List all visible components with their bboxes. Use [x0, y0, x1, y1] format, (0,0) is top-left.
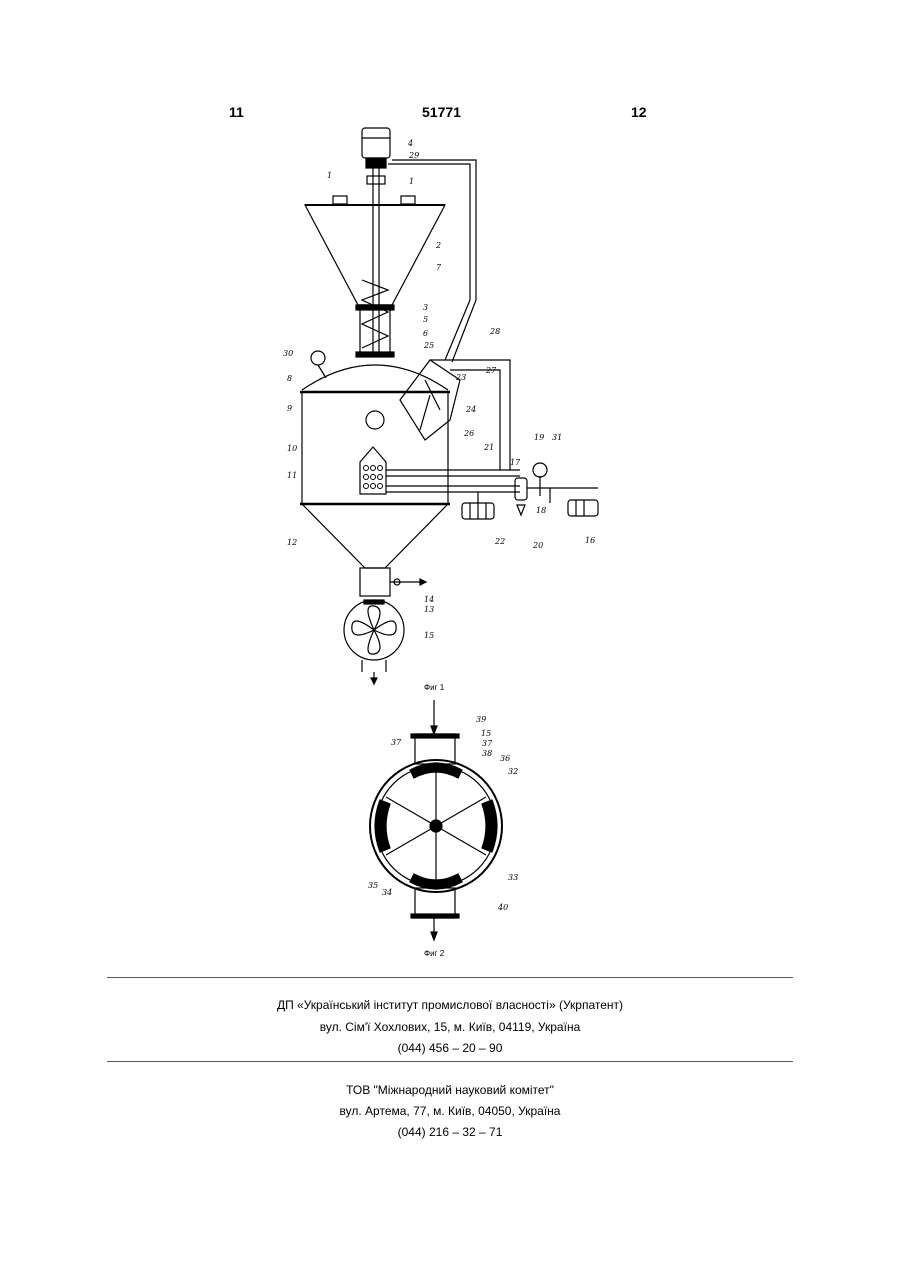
publisher-phone: (044) 456 – 20 – 90 [0, 1041, 900, 1055]
label-35: 35 [368, 881, 378, 890]
label-20: 20 [532, 541, 543, 550]
figure-1 [300, 128, 598, 684]
label-30: 30 [283, 349, 293, 358]
label-21: 21 [483, 443, 494, 452]
label-28: 28 [489, 327, 500, 336]
label-17: 17 [510, 458, 521, 467]
label-19: 19 [534, 433, 544, 442]
label-1a: 1 [327, 171, 332, 180]
label-24: 24 [465, 405, 476, 414]
label-27: 27 [485, 366, 497, 375]
dome-lid [302, 365, 448, 390]
figure-1-caption: Фиг 1 [424, 683, 445, 692]
label-1b: 1 [409, 177, 414, 186]
label-22: 22 [494, 537, 505, 546]
patent-drawings: 1 1 2 3 4 5 6 7 8 9 10 11 12 13 14 15 16… [0, 0, 900, 980]
printer-address: вул. Артема, 77, м. Київ, 04050, Україна [0, 1104, 900, 1118]
figure-2-caption: Фиг 2 [424, 949, 445, 958]
screw-spiral [362, 280, 388, 348]
label-6: 6 [423, 329, 428, 338]
rotor-hub [430, 820, 442, 832]
coupling [366, 158, 386, 168]
hopper [305, 205, 445, 305]
label-13: 13 [424, 605, 434, 614]
label-23: 23 [455, 373, 466, 382]
label-11: 11 [287, 471, 297, 480]
label-15-fig2: 15 [481, 729, 491, 738]
label-34: 34 [382, 888, 392, 897]
motor [362, 128, 390, 158]
label-14: 14 [424, 595, 434, 604]
label-5: 5 [423, 315, 428, 324]
label-39: 39 [476, 715, 486, 724]
publisher-address: вул. Сім'ї Хохлових, 15, м. Київ, 04119,… [0, 1020, 900, 1034]
viewport [366, 411, 384, 429]
label-4: 4 [407, 139, 413, 148]
label-40: 40 [497, 903, 508, 912]
publisher-name: ДП «Український інститут промислової вла… [0, 998, 900, 1012]
label-3: 3 [423, 303, 428, 312]
label-32: 32 [508, 767, 518, 776]
label-26: 26 [463, 429, 474, 438]
pressure-gauge-right [533, 463, 547, 477]
label-12: 12 [287, 538, 297, 547]
label-15: 15 [424, 631, 434, 640]
chamber-right [482, 800, 497, 852]
outlet-pipe [360, 568, 390, 596]
label-9: 9 [287, 404, 292, 413]
label-25: 25 [423, 341, 434, 350]
label-31: 31 [552, 433, 562, 442]
label-38: 38 [482, 749, 492, 758]
printer-name: ТОВ "Міжнародний науковий комітет" [0, 1083, 900, 1097]
label-10: 10 [287, 444, 297, 453]
printer-phone: (044) 216 – 32 – 71 [0, 1125, 900, 1139]
bottom-cone [302, 504, 448, 568]
filter-17 [515, 478, 527, 500]
label-36: 36 [500, 754, 510, 763]
label-7: 7 [436, 263, 442, 272]
label-37: 37 [391, 738, 402, 747]
label-8: 8 [287, 374, 292, 383]
return-line [388, 164, 470, 360]
label-2: 2 [435, 241, 441, 250]
label-29: 29 [408, 151, 419, 160]
label-33: 33 [508, 873, 518, 882]
label-37b: 37 [482, 739, 493, 748]
pressure-gauge-left [311, 351, 325, 365]
separator [400, 360, 460, 440]
chamber-left [375, 800, 390, 852]
footer-divider-top [107, 977, 793, 978]
label-18: 18 [536, 506, 546, 515]
footer-divider-middle [107, 1061, 793, 1062]
label-16: 16 [585, 536, 595, 545]
pump-16 [568, 500, 598, 516]
